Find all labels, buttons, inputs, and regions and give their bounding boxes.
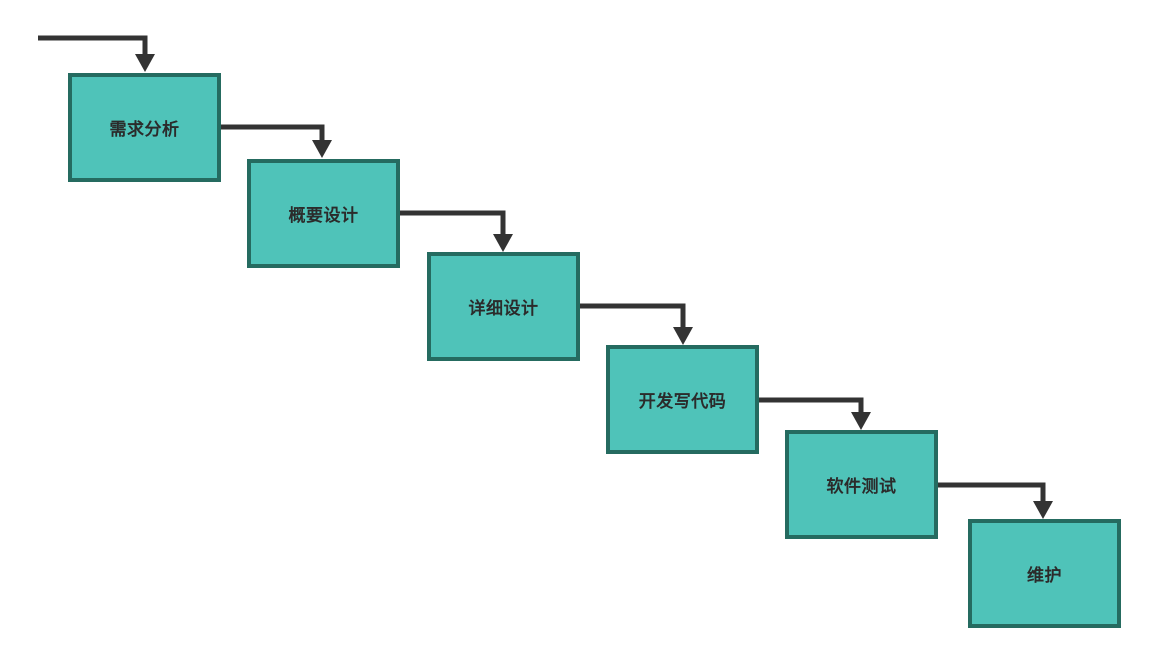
- stage-label: 概要设计: [288, 206, 359, 226]
- entry-arrow: [38, 35, 155, 72]
- stage-label: 需求分析: [109, 120, 180, 140]
- stage-label: 维护: [1027, 566, 1062, 586]
- arrow-stage-3-to-4: [579, 303, 693, 345]
- stage-label: 软件测试: [826, 477, 897, 497]
- stage-requirements-analysis: 需求分析: [68, 73, 221, 182]
- arrow-stage-1-to-2: [221, 124, 332, 158]
- stage-coding: 开发写代码: [606, 345, 759, 454]
- stage-detailed-design: 详细设计: [427, 252, 580, 361]
- stage-high-level-design: 概要设计: [247, 159, 400, 268]
- stage-label: 开发写代码: [638, 392, 727, 412]
- arrow-stage-5-to-6: [938, 482, 1053, 519]
- stage-testing: 软件测试: [785, 430, 938, 539]
- arrow-stage-4-to-5: [759, 397, 871, 430]
- stage-label: 详细设计: [468, 299, 539, 319]
- arrow-stage-2-to-3: [400, 210, 513, 252]
- stage-maintenance: 维护: [968, 519, 1121, 628]
